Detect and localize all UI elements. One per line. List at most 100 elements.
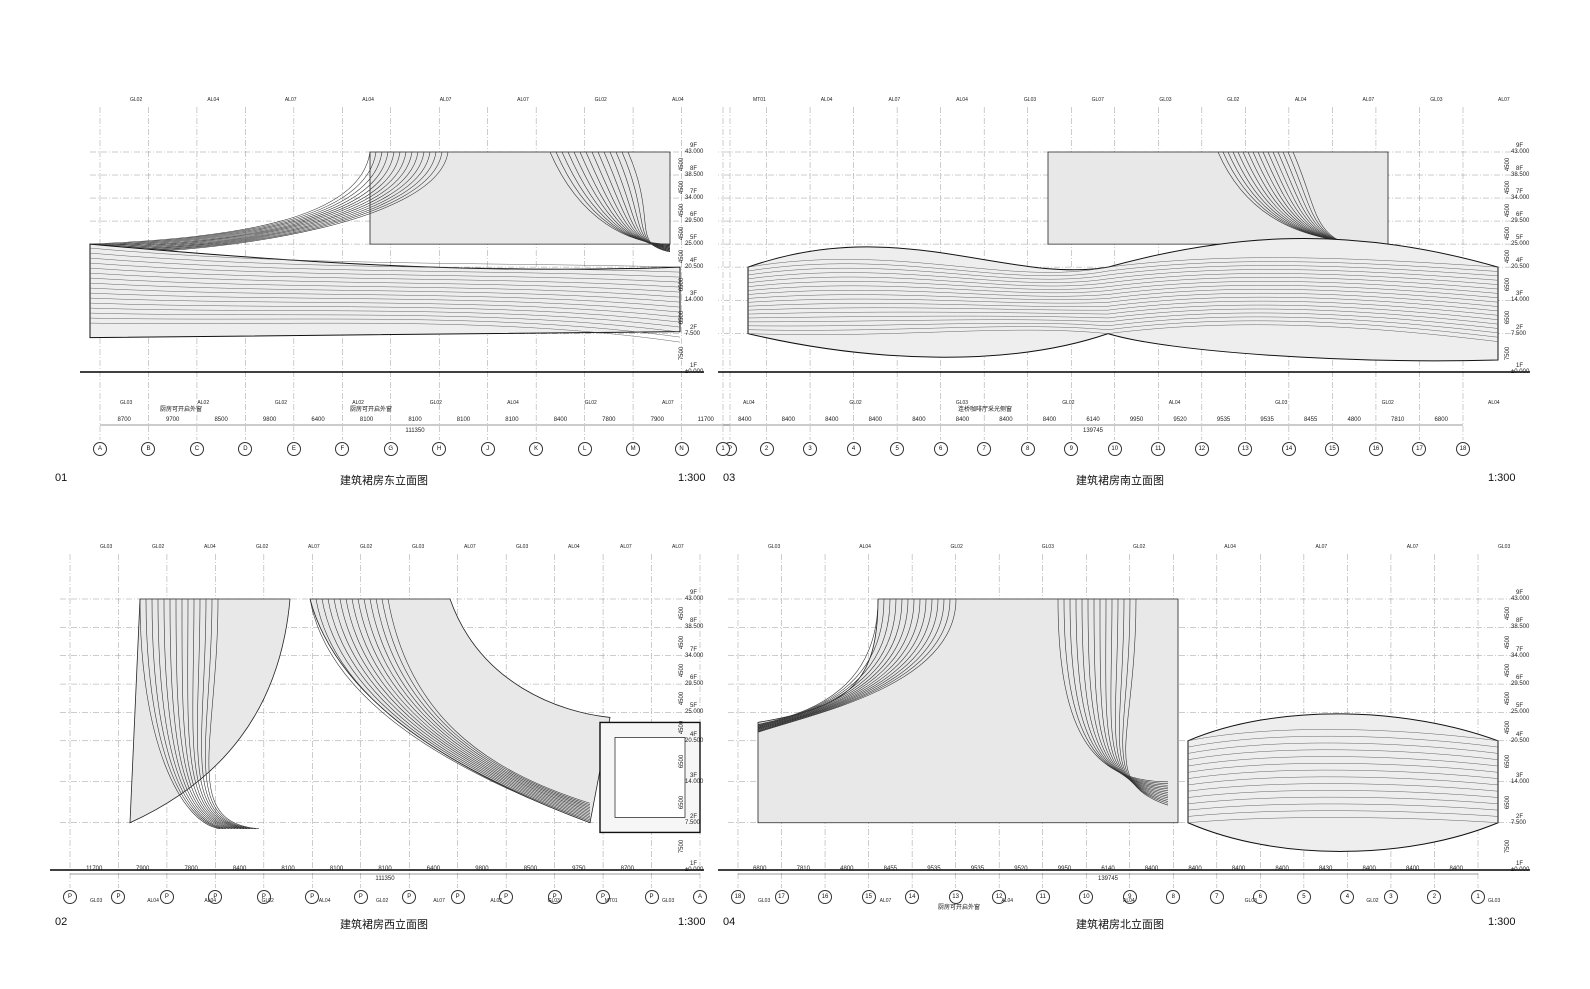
dimension-label: 9520 bbox=[1014, 866, 1028, 872]
panel-number: 01 bbox=[55, 472, 68, 484]
level-elevation-label: 38.500 bbox=[685, 624, 704, 631]
dimension-label: 9950 bbox=[1057, 866, 1072, 872]
band-line bbox=[89, 297, 681, 318]
facade-ribbon bbox=[192, 598, 248, 830]
axis-bubble: 16 bbox=[818, 890, 833, 904]
material-tag: AL04 bbox=[1294, 97, 1307, 103]
panel-scale: 1:300 bbox=[678, 916, 706, 928]
material-tag: AL04 bbox=[743, 400, 755, 406]
axis-bubble: 8 bbox=[1020, 442, 1035, 456]
band-line bbox=[89, 302, 681, 323]
axis-bubble: E bbox=[286, 442, 301, 456]
axis-bubble: 6 bbox=[933, 442, 948, 456]
band-line bbox=[747, 324, 1499, 342]
axis-bubble: P bbox=[450, 890, 465, 904]
material-tag: MT01 bbox=[753, 97, 766, 103]
material-tag: GL02 bbox=[1381, 400, 1394, 406]
material-tag: AL04 bbox=[859, 544, 871, 550]
axis-bubble: 18 bbox=[731, 890, 745, 904]
level-gap-label: 4500 bbox=[1505, 692, 1512, 706]
level-elevation-label: 34.000 bbox=[1511, 652, 1530, 659]
material-tag: AL07 bbox=[308, 544, 320, 550]
band-line bbox=[89, 282, 681, 303]
material-tag: AL04 bbox=[1488, 400, 1500, 406]
dimension-label: 6400 bbox=[426, 866, 441, 872]
material-tag: AL04 bbox=[362, 97, 374, 103]
level-floor-label: 8F bbox=[690, 166, 698, 173]
dimension-label: 9950 bbox=[1129, 417, 1144, 423]
facade-ribbon bbox=[1110, 598, 1169, 799]
band-line bbox=[89, 287, 681, 308]
material-tag: GL03 bbox=[758, 898, 771, 904]
axis-bubble: P bbox=[208, 890, 223, 904]
material-tag: GL03 bbox=[1159, 97, 1172, 103]
material-tag: AL04 bbox=[956, 97, 968, 103]
facade-ribbon bbox=[89, 151, 425, 251]
band-line bbox=[747, 304, 1499, 320]
level-floor-label: 4F bbox=[690, 258, 698, 265]
facade-ribbon bbox=[351, 598, 591, 813]
dimension-label: 8400 bbox=[738, 417, 752, 423]
axis-bubble: B bbox=[141, 442, 156, 456]
total-dimension-label: 139745 bbox=[1082, 428, 1104, 434]
level-floor-label: 4F bbox=[1516, 731, 1524, 738]
facade-ribbon bbox=[151, 598, 227, 830]
band-line bbox=[1187, 776, 1499, 786]
level-gap-label: 6500 bbox=[679, 310, 686, 325]
dimension-label: 8400 bbox=[868, 417, 883, 423]
facade-ribbon bbox=[579, 151, 671, 248]
level-elevation-label: 29.500 bbox=[1511, 218, 1530, 225]
dimension-label: 8100 bbox=[456, 417, 471, 423]
podium-ribbon bbox=[1187, 713, 1499, 852]
axis-bubble: 3 bbox=[803, 442, 818, 456]
facade-ribbon bbox=[615, 151, 671, 251]
level-gap-label: 4500 bbox=[1505, 203, 1512, 217]
level-gap-label: 4500 bbox=[1505, 180, 1512, 194]
dimension-label: 8400 bbox=[1042, 417, 1057, 423]
axis-bubble: 7 bbox=[977, 442, 992, 456]
facade-ribbon bbox=[175, 598, 239, 830]
dimension-label: 8100 bbox=[408, 417, 422, 423]
axis-bubble: 4 bbox=[846, 442, 861, 456]
level-gap-label: 4500 bbox=[1505, 635, 1512, 649]
panel-scale: 1:300 bbox=[678, 472, 706, 484]
dimension-label: 8400 bbox=[1231, 866, 1246, 872]
axis-bubble: A bbox=[693, 890, 707, 904]
material-tag: AL07 bbox=[433, 898, 445, 904]
material-tag: AL04 bbox=[204, 898, 217, 904]
level-floor-label: 5F bbox=[690, 703, 698, 710]
band-line bbox=[747, 312, 1499, 329]
material-tag: GL03 bbox=[1430, 97, 1443, 103]
level-gap-label: 6500 bbox=[1505, 277, 1512, 291]
axis-bubble: C bbox=[189, 442, 204, 456]
facade-ribbon bbox=[375, 598, 591, 807]
facade-ribbon bbox=[339, 598, 591, 816]
level-floor-label: 5F bbox=[690, 235, 698, 242]
level-gap-label: 6500 bbox=[1505, 755, 1512, 769]
band-line bbox=[89, 307, 681, 328]
dimension-label: 9700 bbox=[166, 417, 180, 423]
level-elevation-label: 38.500 bbox=[685, 172, 704, 179]
level-gap-label: 4500 bbox=[679, 606, 686, 621]
dimension-label: 8400 bbox=[825, 417, 839, 423]
material-tag: AL07 bbox=[620, 544, 632, 550]
level-elevation-label: 20.500 bbox=[1511, 264, 1530, 271]
band-line bbox=[89, 322, 681, 343]
dimension-label: 6400 bbox=[311, 417, 325, 423]
band-line bbox=[1187, 749, 1499, 760]
material-tag: AL02 bbox=[352, 400, 364, 406]
band-line bbox=[1187, 756, 1499, 767]
band-line bbox=[747, 320, 1499, 338]
dimension-label: 8100 bbox=[281, 866, 295, 872]
dimension-label: 8100 bbox=[359, 417, 374, 423]
facade-ribbon bbox=[139, 598, 221, 830]
axis-bubble: A bbox=[93, 442, 107, 456]
axis-bubble: 17 bbox=[774, 890, 789, 904]
level-elevation-label: 38.500 bbox=[1511, 624, 1530, 631]
axis-bubble: 8 bbox=[1166, 890, 1181, 904]
material-tag: GL02 bbox=[950, 544, 963, 550]
dimension-label: 8100 bbox=[329, 866, 344, 872]
axis-bubble: 14 bbox=[1281, 442, 1296, 456]
level-floor-label: 5F bbox=[1516, 235, 1524, 242]
facade-ribbon bbox=[201, 598, 254, 830]
